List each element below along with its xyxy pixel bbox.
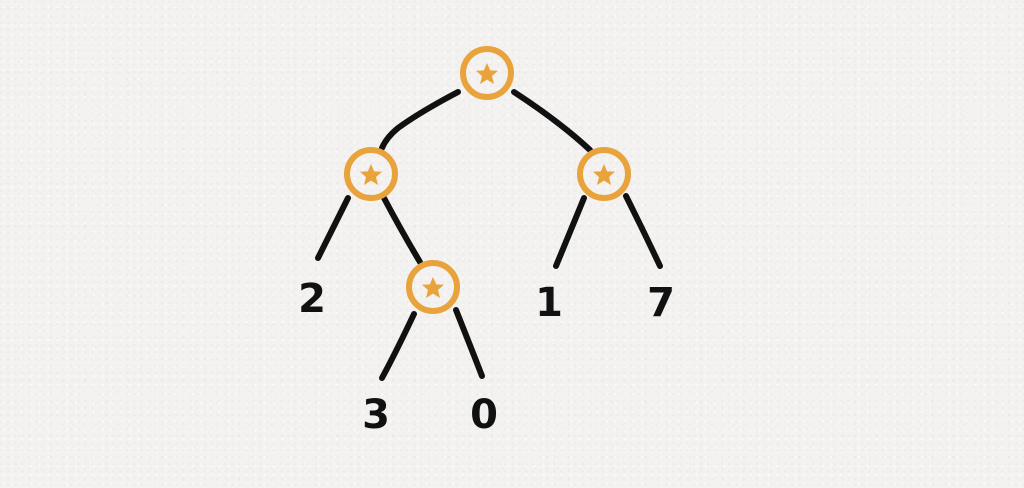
- node-ring: [577, 147, 631, 201]
- leaf-label-2: 2: [298, 276, 326, 322]
- tree-edges: [315, 89, 663, 381]
- star-icon: [360, 164, 382, 185]
- edge-inner-leaf0: [453, 307, 485, 379]
- tree-node-inner: [406, 260, 460, 314]
- node-ring: [344, 147, 398, 201]
- tree-node-left: [344, 147, 398, 201]
- edge-right-leaf1: [553, 195, 587, 269]
- leaf-label-3: 3: [362, 392, 390, 438]
- node-ring: [406, 260, 460, 314]
- star-icon: [476, 63, 498, 84]
- edge-left-leaf2: [315, 195, 351, 261]
- edge-inner-leaf3: [379, 311, 417, 381]
- edge-left-inner: [381, 195, 423, 265]
- leaf-label-1: 1: [535, 280, 563, 326]
- star-icon: [593, 164, 615, 185]
- tree-node-root: [460, 46, 514, 100]
- tree-node-right: [577, 147, 631, 201]
- star-icon: [422, 277, 444, 298]
- edge-root-right: [511, 89, 593, 153]
- leaf-label-7: 7: [647, 280, 675, 326]
- edge-root-left: [379, 89, 461, 151]
- edge-right-leaf7: [623, 193, 663, 269]
- node-ring: [460, 46, 514, 100]
- leaf-label-0: 0: [470, 392, 498, 438]
